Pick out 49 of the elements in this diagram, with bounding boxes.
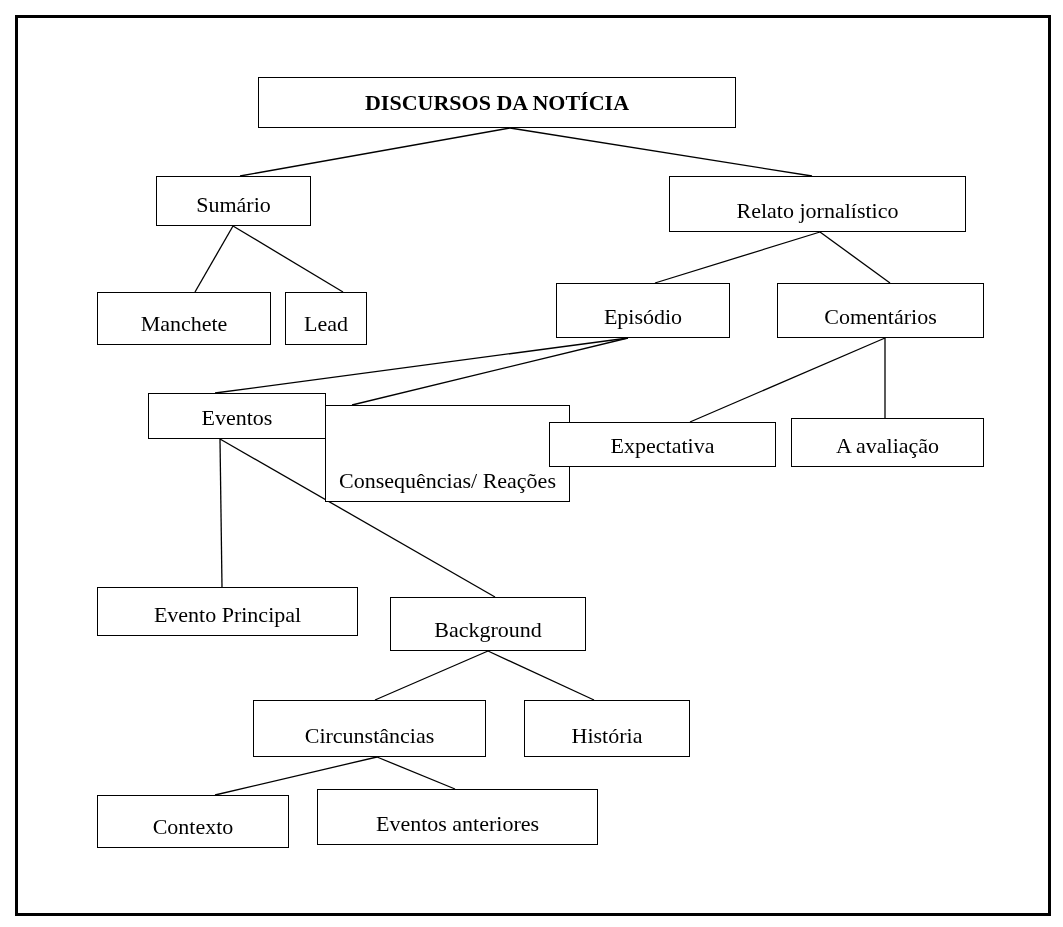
connector-line <box>884 337 886 419</box>
connector-line <box>819 231 891 284</box>
node-label: Eventos anteriores <box>375 810 540 838</box>
tree-box <box>390 597 586 651</box>
node-label: DISCURSOS DA NOTÍCIA <box>364 89 630 117</box>
connector-line <box>487 650 595 701</box>
tree-box <box>156 176 311 226</box>
node-label: Eventos <box>201 404 273 432</box>
node-label: Evento Principal <box>153 601 302 629</box>
tree-box <box>97 587 358 636</box>
node-label: A avaliação <box>835 432 940 460</box>
connector-line <box>219 438 223 588</box>
tree-box <box>524 700 690 757</box>
tree-box <box>317 789 598 845</box>
connector-line <box>374 650 489 701</box>
tree-box <box>148 393 326 439</box>
connector-line <box>219 438 496 598</box>
node-label: Relato jornalístico <box>736 197 899 225</box>
node-label: Manchete <box>140 310 228 338</box>
node-label: Episódio <box>603 303 683 331</box>
connector-line <box>654 231 821 284</box>
tree-box <box>777 283 984 338</box>
connector-line <box>214 756 378 796</box>
node-label: História <box>571 722 643 750</box>
connector-line <box>239 127 511 177</box>
tree-box <box>97 795 289 848</box>
connector-line <box>689 337 886 423</box>
connector-line <box>232 225 344 293</box>
connector-line <box>376 756 456 790</box>
tree-box <box>791 418 984 467</box>
tree-box <box>556 283 730 338</box>
tree-box <box>285 292 367 345</box>
node-label: Circunstâncias <box>304 722 435 750</box>
tree-box <box>669 176 966 232</box>
connector-line <box>509 127 813 177</box>
connector-line <box>194 225 234 293</box>
node-label: Comentários <box>824 303 937 331</box>
tree-box <box>549 422 776 467</box>
tree-box <box>97 292 271 345</box>
node-label: Contexto <box>152 813 234 841</box>
tree-box <box>258 77 736 128</box>
tree-box <box>325 405 570 502</box>
node-label: Background <box>434 616 542 644</box>
connector-line <box>351 337 629 406</box>
tree-box <box>253 700 486 757</box>
node-label: Consequências/ Reações <box>339 467 556 495</box>
node-label: Lead <box>304 310 348 338</box>
node-label: Expectativa <box>610 432 715 460</box>
node-label: Sumário <box>196 191 271 219</box>
